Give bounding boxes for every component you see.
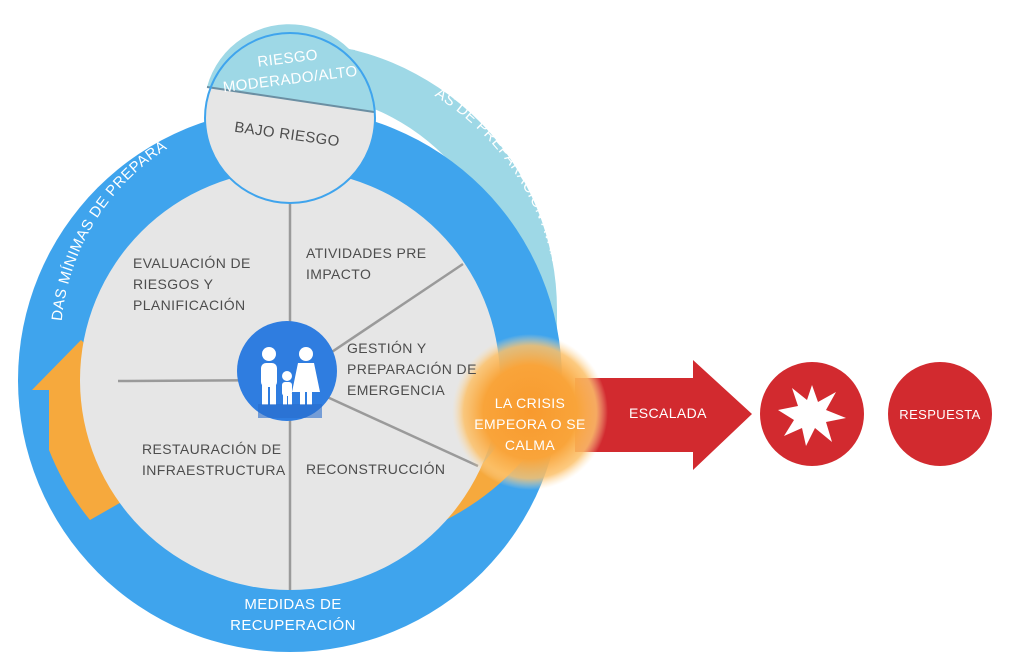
risk-circle-divider [206, 86, 375, 113]
segment-risk-assessment: EVALUACIÓN DE RIESGOS Y PLANIFICACIÓN [133, 255, 251, 313]
crisis-node [452, 334, 608, 490]
segment-infrastructure-restoration: RESTAURACIÓN DE INFRAESTRUCTURA [142, 441, 286, 478]
segment-emergency-management: GESTIÓN Y PREPARACIÓN DE EMERGENCIA [347, 340, 477, 398]
response-label: RESPUESTA [899, 407, 981, 422]
escalation-arrow [575, 360, 752, 470]
segment-reconstruction: RECONSTRUCCIÓN [306, 461, 446, 477]
crisis-label: LA CRISIS EMPEORA O SE CALMA [474, 395, 586, 453]
response-circle [888, 362, 992, 466]
risk-circle-outline [204, 32, 376, 204]
explosion-icon [778, 385, 846, 446]
family-icon [261, 347, 320, 405]
family-icon-shadow [258, 404, 322, 418]
escalation-label: ESCALADA [629, 405, 707, 421]
recovery-label: MEDIDAS DE RECUPERACIÓN [230, 596, 356, 634]
risk-circle-top [207, 24, 375, 113]
segment-pre-impact: ATIVIDADES PRE IMPACTO [306, 245, 427, 282]
